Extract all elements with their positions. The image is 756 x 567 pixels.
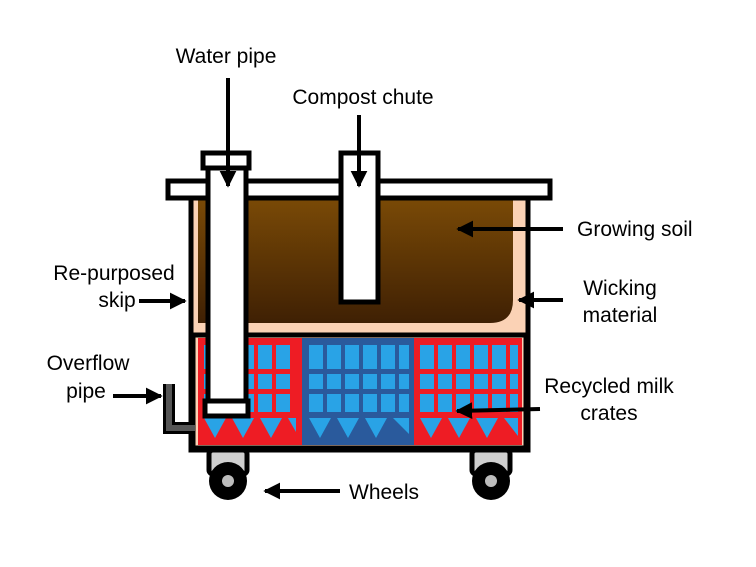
milk-crate-right [414, 338, 522, 445]
label-recycled-milk-crates-line1: Recycled milk [544, 375, 674, 398]
label-compost-chute: Compost chute [292, 86, 433, 109]
milk-crate-middle [302, 338, 414, 445]
label-water-pipe: Water pipe [176, 45, 277, 68]
label-overflow-pipe-line1: Overflow [47, 352, 131, 375]
wheel-left [206, 447, 250, 500]
crate-compartment [190, 332, 529, 451]
label-wheels: Wheels [349, 481, 419, 504]
overflow-pipe [163, 384, 195, 434]
label-re-purposed-skip-line1: Re-purposed [53, 262, 174, 285]
label-re-purposed-skip-line2: skip [98, 289, 135, 312]
label-recycled-milk-crates-line2: crates [580, 402, 637, 425]
label-wicking-material-line2: material [583, 304, 658, 327]
label-growing-soil: Growing soil [577, 218, 693, 241]
label-overflow-pipe-line2: pipe [66, 380, 106, 403]
water-pipe [200, 150, 252, 419]
wheel-right [469, 447, 513, 500]
label-wicking-material-line1: Wicking [583, 277, 657, 300]
arrow-recycled-milk-crates [455, 402, 541, 420]
